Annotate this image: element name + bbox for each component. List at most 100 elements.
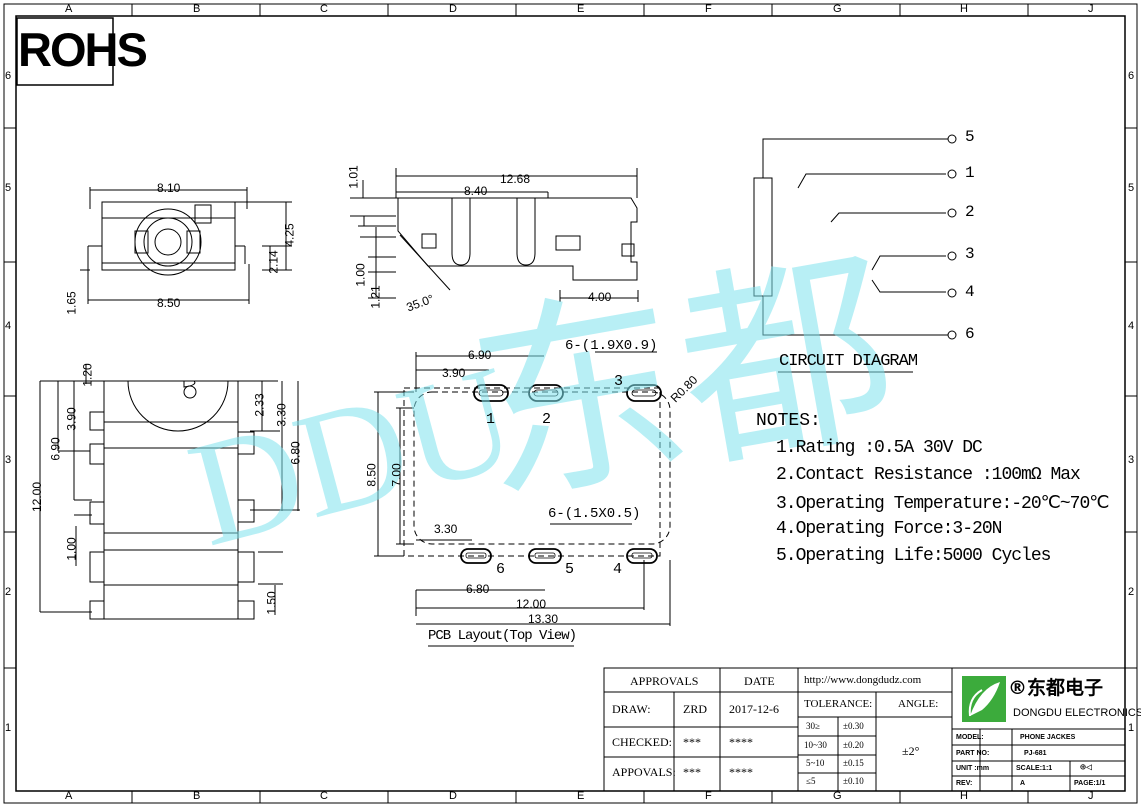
grid-col-label: C: [320, 790, 328, 802]
tb-appovals: APPOVALS:: [612, 765, 676, 779]
grid-col-label: B: [193, 3, 201, 15]
grid-col-label: D: [449, 790, 457, 802]
tb-company-cn: ®东都电子: [1008, 677, 1104, 699]
tb-checked: CHECKED:: [612, 735, 672, 749]
dim-front-425: 4.25: [282, 223, 297, 247]
grid-col-label: E: [577, 790, 585, 802]
tb-angle: ANGLE:: [898, 698, 939, 710]
dim-pcb-700: 7.00: [389, 463, 404, 487]
pcb-slot-bottom-spec: 6-(1.5X0.5): [548, 506, 641, 522]
tb-tol-range: 10~30: [804, 740, 827, 750]
pcb-pad-label: 1: [486, 411, 496, 428]
circuit-pin-2: 2: [965, 203, 975, 221]
tb-tol-value: ±0.20: [843, 740, 864, 750]
grid-row-label: 2: [1128, 586, 1135, 598]
dim-left-690: 6.90: [48, 437, 63, 461]
note-item: 2.Contact Resistance :100mΩ Max: [776, 465, 1081, 485]
tb-model-label: MODEL:: [956, 734, 984, 741]
grid-row-label: 6: [1128, 70, 1135, 82]
grid-row-label: 1: [5, 722, 12, 734]
pcb-slot-top-spec: 6-(1.9X0.9): [565, 338, 658, 354]
dim-side-100: 1.00: [353, 263, 368, 287]
dim-front-165: 1.65: [64, 291, 79, 315]
grid-col-label: J: [1088, 3, 1094, 15]
grid-col-label: A: [65, 3, 73, 15]
tb-appovals-by: ***: [683, 765, 701, 779]
tb-partno-label: PART NO:: [956, 750, 990, 757]
tb-tol-value: ±0.30: [843, 721, 864, 731]
note-item: 5.Operating Life:5000 Cycles: [776, 546, 1051, 566]
dim-left-150: 1.50: [264, 591, 279, 615]
tb-draw-by: ZRD: [683, 702, 707, 716]
dim-left-233: 2.33: [252, 393, 267, 417]
tb-draw-date: 2017-12-6: [729, 702, 779, 716]
note-item: 3.Operating Temperature:-20℃~70℃: [776, 494, 1109, 514]
circuit-pin-1: 1: [965, 164, 975, 182]
pcb-pad-label: 2: [542, 411, 552, 428]
grid-col-label: J: [1088, 790, 1094, 802]
dim-front-810: 8.10: [157, 181, 181, 195]
dim-side-101: 1.01: [346, 165, 361, 189]
grid-row-label: 2: [5, 586, 12, 598]
dim-pcb-1200: 12.00: [516, 597, 547, 611]
tb-partno: PJ-681: [1024, 750, 1047, 757]
grid-col-label: E: [577, 3, 585, 15]
circuit-pin-6: 6: [965, 325, 975, 343]
grid-row-label: 3: [5, 454, 12, 466]
pcb-pad-label: 5: [565, 561, 575, 578]
tb-tolerance: TOLERANCE:: [804, 698, 873, 710]
tb-checked-by: ***: [683, 735, 701, 749]
dim-pcb-850: 8.50: [364, 463, 379, 487]
tb-rev: A: [1020, 780, 1026, 787]
dim-left-1200: 12.00: [30, 481, 45, 513]
grid-row-label: 5: [1128, 182, 1135, 194]
pcb-pad-label: 3: [614, 373, 624, 390]
dim-pcb-680: 6.80: [466, 582, 490, 596]
notes-title: NOTES:: [756, 411, 821, 431]
tb-checked-date: ****: [729, 735, 753, 749]
note-item: 1.Rating :0.5A 30V DC: [776, 438, 983, 458]
tb-tol-range: ≤5: [806, 776, 816, 786]
tb-tol-range: 5~10: [806, 758, 825, 768]
grid-col-label: B: [193, 790, 201, 802]
dim-left-100: 1.00: [64, 537, 79, 561]
circuit-pin-4: 4: [965, 283, 975, 301]
company-logo-icon: [962, 676, 1006, 722]
dim-left-680: 6.80: [288, 441, 303, 465]
projection-symbol-icon: ⊕◁: [1080, 763, 1093, 774]
dim-front-214: 2.14: [266, 250, 281, 274]
grid-col-label: H: [960, 3, 968, 15]
circuit-pin-5: 5: [965, 128, 975, 146]
tb-angle-value: ±2°: [902, 744, 920, 758]
tb-scale: SCALE:1:1: [1016, 765, 1053, 772]
dim-pcb-690: 6.90: [468, 348, 492, 362]
tb-company-en: DONGDU ELECTRONICS: [1013, 707, 1141, 719]
grid-col-label: G: [833, 790, 842, 802]
dim-side-840: 8.40: [464, 184, 488, 198]
dim-left-390: 3.90: [64, 407, 79, 431]
dim-pcb-390: 3.90: [442, 366, 466, 380]
tb-date: DATE: [744, 674, 775, 688]
tb-tol-range: 30≥: [806, 721, 820, 731]
circuit-pin-3: 3: [965, 245, 975, 263]
grid-col-label: C: [320, 3, 328, 15]
tb-draw: DRAW:: [612, 702, 651, 716]
tb-unit: UNIT :mm: [956, 765, 990, 772]
dim-pcb-330: 3.30: [434, 522, 458, 536]
note-item: 4.Operating Force:3-20N: [776, 519, 1002, 539]
grid-row-label: 4: [5, 320, 12, 332]
tb-model: PHONE JACKES: [1020, 734, 1076, 741]
grid-row-label: 3: [1128, 454, 1135, 466]
grid-row-label: 4: [1128, 320, 1135, 332]
grid-row-label: 5: [5, 182, 12, 194]
pcb-layout-caption: PCB Layout(Top View): [428, 628, 577, 644]
tb-tol-value: ±0.15: [843, 758, 864, 768]
pcb-pad-label: 6: [496, 561, 506, 578]
grid-row-label: 1: [1128, 722, 1135, 734]
circuit-diagram-title: CIRCUIT DIAGRAM: [779, 352, 918, 371]
rohs-label: ROHS: [18, 23, 148, 76]
dim-side-121: 1.21: [368, 285, 383, 309]
dim-side-1268: 12.68: [500, 172, 531, 186]
